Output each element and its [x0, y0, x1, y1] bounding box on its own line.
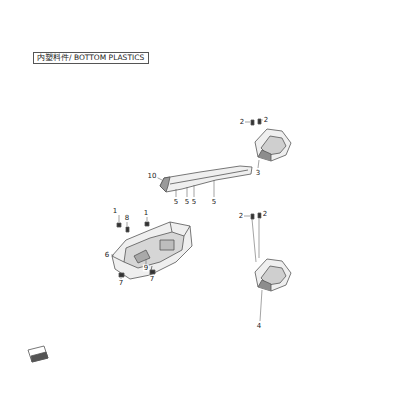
footrest-left: [255, 259, 291, 291]
bottom-tray: [112, 222, 192, 279]
callout-number: 8: [124, 215, 130, 222]
sheet-title: 内塑料件/ BOTTOM PLASTICS: [37, 54, 144, 62]
callout-number: 3: [255, 170, 261, 177]
title-box: 内塑料件/ BOTTOM PLASTICS: [33, 52, 149, 64]
callout-number: 6: [104, 252, 110, 259]
screw: [251, 214, 254, 219]
callout-number: 5: [173, 199, 179, 206]
nut: [150, 270, 155, 274]
clip: [117, 223, 121, 227]
screw: [251, 120, 254, 125]
callout-number: 1: [112, 208, 118, 215]
screw: [258, 213, 261, 218]
callout-number: 2: [239, 119, 245, 126]
callout-number: 9: [143, 265, 149, 272]
clip: [145, 222, 149, 226]
nut: [119, 273, 124, 277]
callout-number: 2: [238, 213, 244, 220]
callout-number: 7: [149, 276, 155, 283]
callout-number: 10: [147, 173, 158, 180]
callout-number: 2: [262, 211, 268, 218]
callout-number: 2: [263, 117, 269, 124]
callout-number: 7: [118, 280, 124, 287]
sheet-icon: [28, 346, 48, 362]
callout-number: 5: [211, 199, 217, 206]
callout-number: 5: [184, 199, 190, 206]
clip: [126, 227, 129, 232]
skid-plate: [160, 166, 252, 192]
skid-plate-end: [160, 177, 170, 192]
callout-number: 4: [256, 323, 262, 330]
callout-number: 1: [143, 210, 149, 217]
screw: [258, 119, 261, 124]
footrest-right: [255, 129, 291, 161]
callout-number: 5: [191, 199, 197, 206]
